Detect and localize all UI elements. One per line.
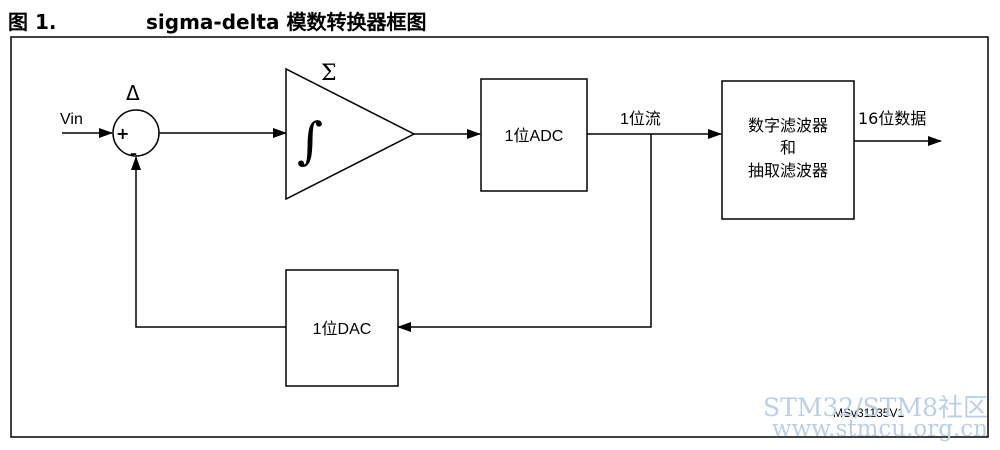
watermark-line2: www.stmcu.org.cn xyxy=(771,416,988,442)
sigma-symbol: Σ xyxy=(321,61,337,86)
integrator-triangle xyxy=(285,67,416,201)
figure-code: MSv31135V1 xyxy=(833,406,904,420)
figure-caption: 图 1. sigma-delta 模数转换器框图 xyxy=(8,6,426,35)
bitstream-label: 1位流 xyxy=(620,110,661,128)
dac-label: 1位DAC xyxy=(313,320,372,338)
minus-sign: – xyxy=(130,146,137,162)
figure-number: 图 1. xyxy=(8,10,57,34)
adc-label: 1位ADC xyxy=(505,127,564,145)
watermark-line1: STM32/STM8社区 xyxy=(763,393,988,422)
dac-to-junction-arrow xyxy=(131,156,286,328)
dac-block xyxy=(285,269,399,387)
figure-title: sigma-delta 模数转换器框图 xyxy=(146,10,427,34)
filter-block xyxy=(721,80,855,220)
filter-label-line2: 和 xyxy=(780,138,796,157)
output-label: 16位数据 xyxy=(858,109,926,128)
filter-label-line3: 抽取滤波器 xyxy=(748,161,828,180)
adc-block xyxy=(480,78,588,192)
plus-sign: + xyxy=(116,124,129,143)
integral-symbol: ∫ xyxy=(297,112,323,170)
diagram-frame xyxy=(10,36,989,438)
filter-label-line1: 数字滤波器 xyxy=(748,116,828,135)
feedback-to-dac-arrow xyxy=(397,134,652,332)
delta-symbol: Δ xyxy=(126,81,140,105)
vin-label: Vin xyxy=(60,111,83,128)
